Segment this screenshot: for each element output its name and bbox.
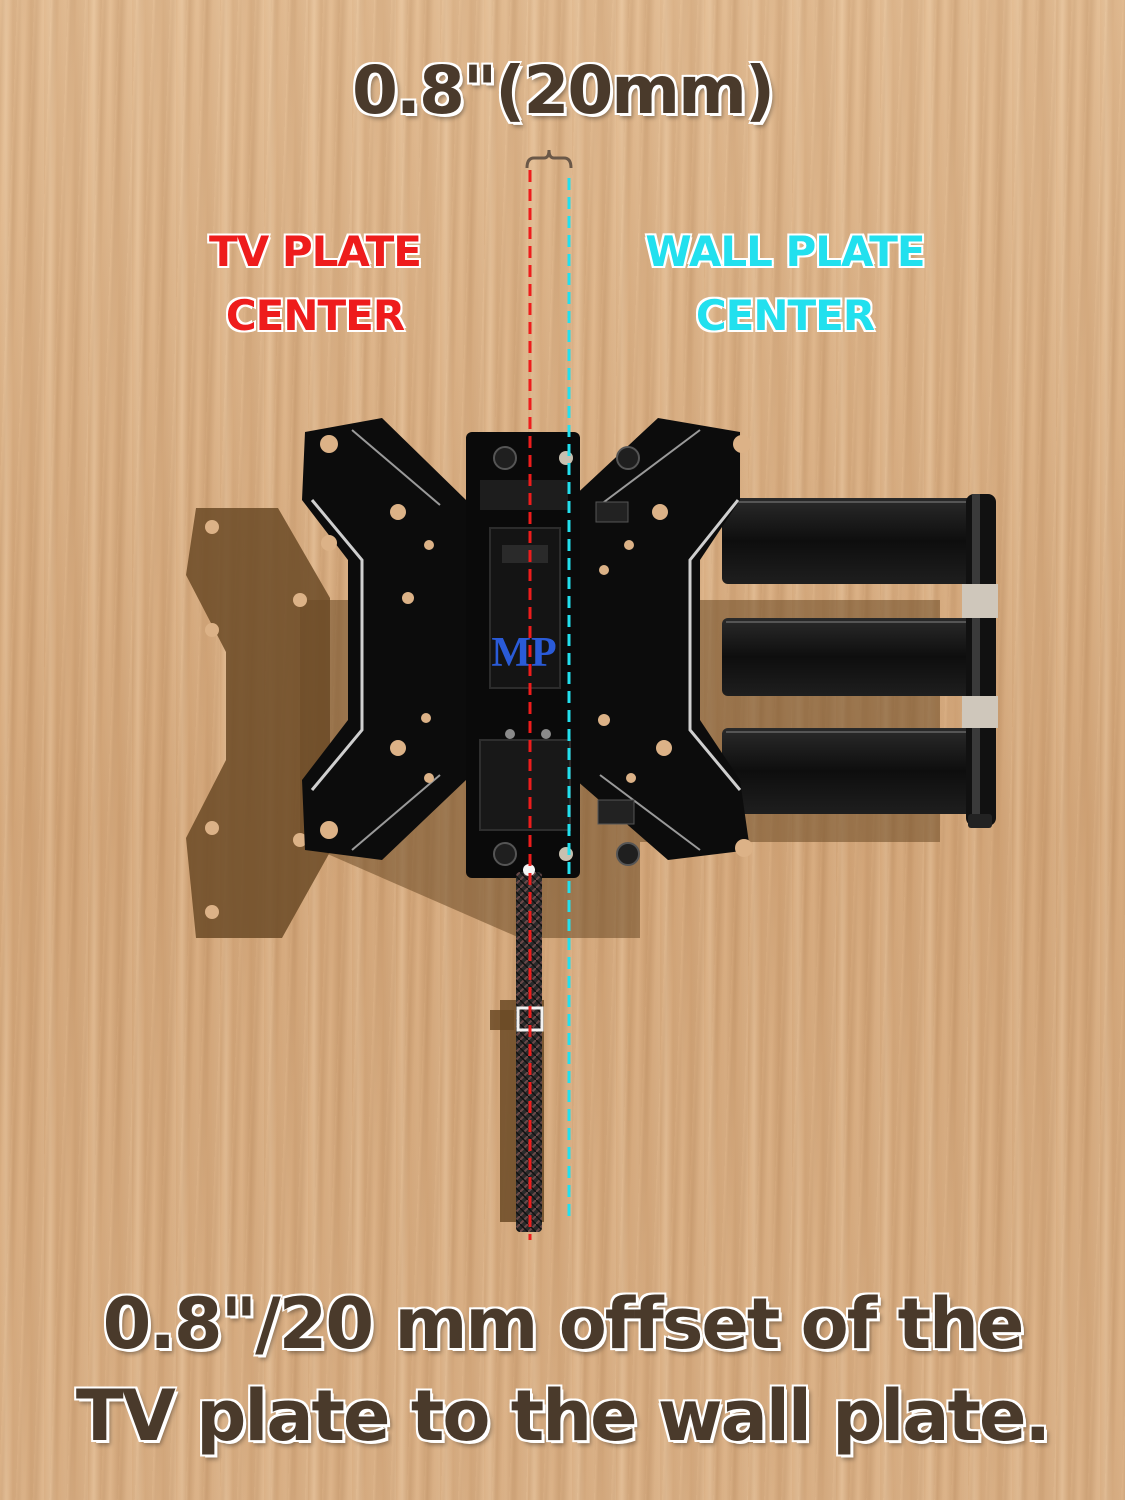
swing-arms [722,494,998,828]
offset-dimension-label: 0.8"(20mm) [351,52,775,129]
tv-plate-right-bracket [570,418,753,860]
svg-text:MP: MP [491,630,556,676]
wall-plate-label-line2: CENTER [695,291,875,340]
wall-plate-center-label: WALL PLATE CENTER [600,220,970,348]
caption-line1: 0.8"/20 mm offset of the [102,1283,1025,1365]
dimension-brace [525,149,573,169]
tv-plate-label-line2: CENTER [225,291,405,340]
tv-plate-center-label: TV PLATE CENTER [170,220,460,348]
caption: 0.8"/20 mm offset of the TV plate to the… [0,1278,1125,1462]
tv-plate-left-bracket [302,418,466,860]
wall-plate-label-line1: WALL PLATE [645,227,925,276]
tv-plate-label-line1: TV PLATE [209,227,422,276]
caption-line2: TV plate to the wall plate. [75,1375,1051,1457]
center-plate [466,432,640,878]
brand-logo-icon: MP [491,630,556,676]
